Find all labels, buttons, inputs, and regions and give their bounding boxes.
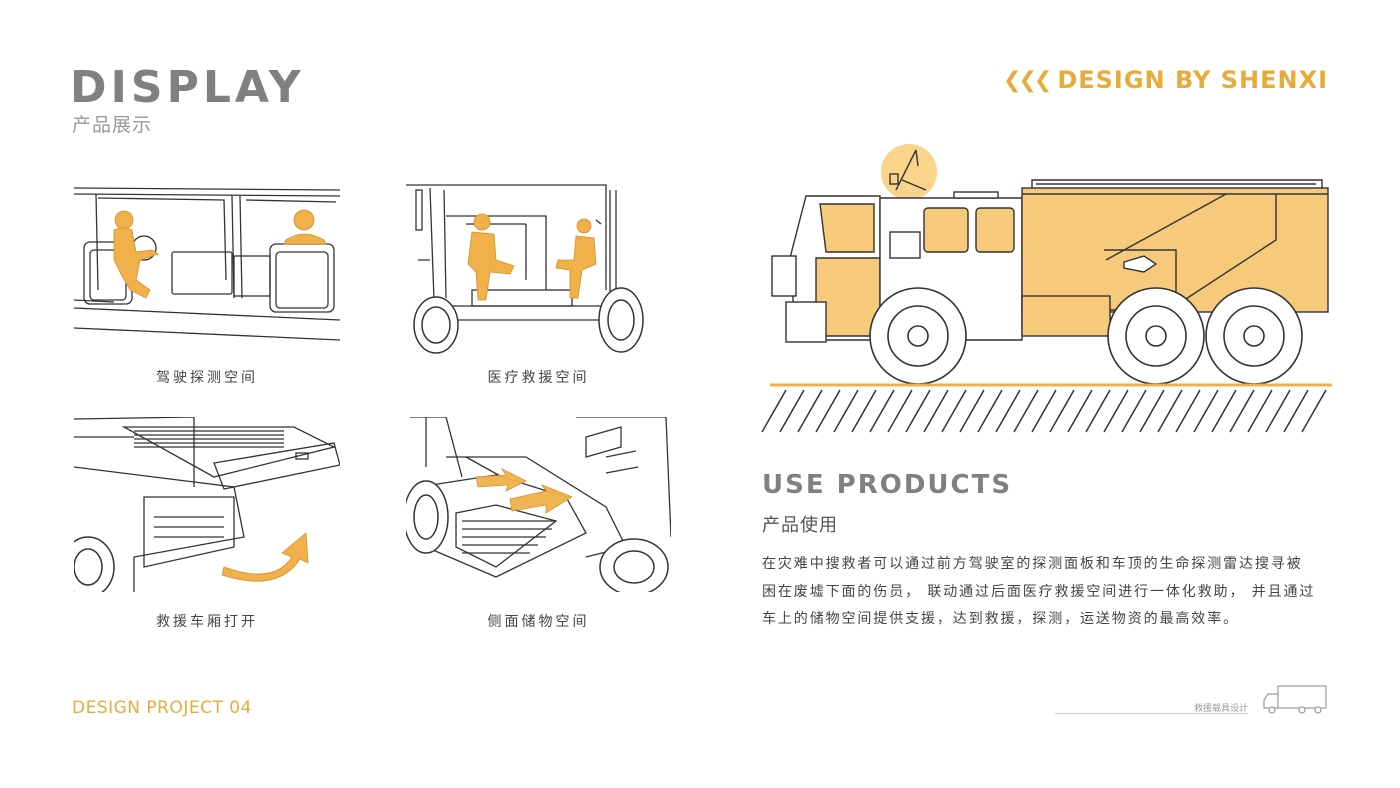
description-line: 车上的储物空间提供支援，达到救援，探测，运送物资的最高效率。	[762, 611, 1239, 627]
footer-divider	[1055, 713, 1248, 714]
description-line: 困在废墟下面的伤员， 联动通过后面医疗救援空间进行一体化救助， 并且通过	[762, 583, 1316, 600]
panel-carriage-open	[74, 417, 340, 592]
use-products-title: USE PRODUCTS	[762, 470, 1013, 500]
truck-outline-icon	[1262, 684, 1328, 716]
driving-cab-illustration	[74, 187, 340, 341]
design-project-label: DESIGN PROJECT 04	[72, 698, 252, 718]
description-line: 在灾难中搜救者可以通过前方驾驶室的探测面板和车顶的生命探测雷达搜寻被	[762, 556, 1303, 572]
use-products-description: 在灾难中搜救者可以通过前方驾驶室的探测面板和车顶的生命探测雷达搜寻被 困在废墟下…	[762, 551, 1332, 634]
side-storage-illustration	[406, 417, 671, 592]
footer-small-label: 救援载具设计	[1193, 704, 1248, 714]
rescue-truck-illustration	[756, 140, 1336, 440]
caption-driving-cab: 驾驶探测空间	[156, 370, 258, 386]
triple-chevron-left-icon: ❮❮❮	[1003, 67, 1052, 93]
caption-medical-space: 医疗救援空间	[487, 370, 590, 386]
page-title: DISPLAY	[70, 62, 305, 113]
panel-side-storage	[406, 417, 671, 592]
brand-text: DESIGN BY SHENXI	[1057, 66, 1328, 94]
medical-space-illustration	[406, 184, 644, 354]
use-products-subtitle: 产品使用	[762, 515, 838, 536]
panel-medical-space	[406, 180, 671, 354]
caption-carriage-open: 救援车厢打开	[156, 614, 258, 630]
page-subtitle: 产品展示	[72, 114, 153, 136]
panel-driving-cab	[74, 180, 340, 354]
caption-side-storage: 侧面储物空间	[487, 614, 590, 630]
carriage-open-illustration	[74, 417, 340, 592]
brand-signature: ❮❮❮ DESIGN BY SHENXI	[1003, 66, 1328, 94]
